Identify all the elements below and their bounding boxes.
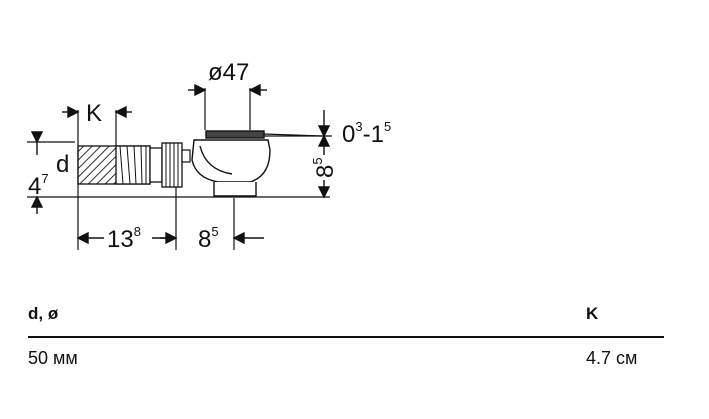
length-label: 138: [107, 224, 141, 253]
k-label: K: [86, 100, 102, 127]
diameter-label: ø47: [208, 59, 249, 86]
offset-label: 85: [198, 224, 219, 253]
outlet-pipe: [77, 142, 191, 188]
spec-table: d, ø K 50 мм 4.7 см: [28, 296, 664, 378]
column-d-header: d, ø: [28, 304, 59, 323]
trap-height-label: 85: [310, 157, 339, 178]
spec-table-header: d, ø K: [28, 296, 664, 338]
table-row: 50 мм 4.7 см: [28, 338, 664, 378]
column-k-header: K: [586, 304, 599, 323]
d-label: d: [56, 151, 69, 178]
trap-body: [191, 130, 323, 197]
cell-d-value: 50 мм: [28, 348, 78, 368]
adjustment-label: 03-15: [342, 119, 391, 148]
shower-trap-dimension-diagram: ø47 K d 47 138 85 03-15 85: [27, 59, 391, 253]
height-label: 47: [28, 171, 49, 200]
cell-k-value: 4.7 см: [586, 348, 638, 368]
dimension-arrows: [30, 83, 331, 245]
